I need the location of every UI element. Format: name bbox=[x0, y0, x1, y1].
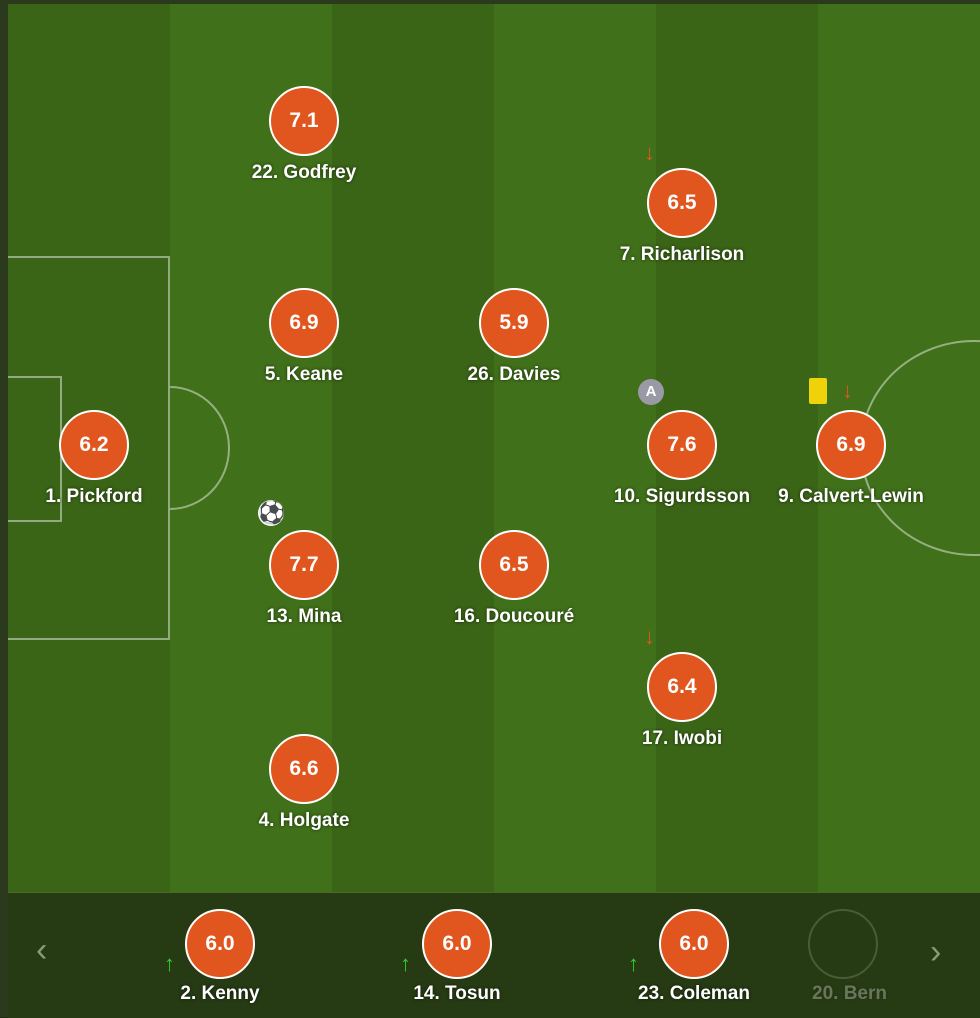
bench-next-arrow[interactable]: › bbox=[930, 933, 942, 971]
rating-badge: 6.9 bbox=[269, 288, 339, 358]
player-name: 17. Iwobi bbox=[641, 728, 723, 749]
player-davies[interactable]: 5.9 26. Davies bbox=[424, 288, 604, 398]
player-doucoure[interactable]: 6.5 16. Doucouré bbox=[424, 530, 604, 640]
yellow-card-icon bbox=[809, 378, 827, 404]
player-sigurdsson[interactable]: 7.6 10. Sigurdsson bbox=[592, 410, 772, 520]
rating-badge: 6.4 bbox=[647, 652, 717, 722]
player-name: 2. Kenny bbox=[180, 983, 260, 1004]
player-name: 10. Sigurdsson bbox=[613, 486, 751, 507]
player-iwobi[interactable]: 6.4 17. Iwobi bbox=[592, 652, 772, 762]
player-name: 14. Tosun bbox=[413, 983, 501, 1004]
rating-badge: 6.6 bbox=[269, 734, 339, 804]
captain-badge: A bbox=[638, 379, 664, 405]
arrow-up-icon: ↑ bbox=[164, 951, 175, 976]
bench-prev-arrow[interactable]: ‹ bbox=[36, 931, 48, 969]
bench-player-tosun[interactable]: 6.0 14. Tosun bbox=[367, 893, 547, 1013]
rating-badge: 6.5 bbox=[479, 530, 549, 600]
player-name: 23. Coleman bbox=[638, 983, 750, 1004]
player-richarlison[interactable]: 6.5 7. Richarlison bbox=[592, 168, 772, 278]
rating-badge: 6.2 bbox=[59, 410, 129, 480]
rating-badge: 7.1 bbox=[269, 86, 339, 156]
rating-badge: 6.9 bbox=[816, 410, 886, 480]
player-name: 5. Keane bbox=[264, 364, 344, 385]
arrow-down-icon: ↓ bbox=[644, 624, 655, 649]
rating-badge: 6.0 bbox=[659, 909, 729, 979]
player-name: 4. Holgate bbox=[258, 810, 350, 831]
soccer-ball-icon: ⚽ bbox=[258, 500, 286, 526]
player-keane[interactable]: 6.9 5. Keane bbox=[214, 288, 394, 398]
arrow-up-icon: ↑ bbox=[400, 951, 411, 976]
bench-player-bern[interactable]: 20. Bern bbox=[808, 893, 980, 1013]
player-name: 13. Mina bbox=[266, 606, 342, 627]
player-pickford[interactable]: 6.2 1. Pickford bbox=[8, 410, 184, 520]
player-mina[interactable]: 7.7 13. Mina bbox=[214, 530, 394, 640]
bench-player-kenny[interactable]: 6.0 2. Kenny bbox=[130, 893, 310, 1013]
player-name: 1. Pickford bbox=[45, 486, 143, 507]
rating-badge: 6.5 bbox=[647, 168, 717, 238]
substitutes-bench: ‹ › ↑ 6.0 2. Kenny ↑ 6.0 14. Tosun ↑ 6.0… bbox=[8, 892, 980, 1018]
player-name: 20. Bern bbox=[812, 983, 887, 1004]
arrow-down-icon: ↓ bbox=[842, 378, 853, 403]
arrow-up-icon: ↑ bbox=[628, 951, 639, 976]
player-name: 22. Godfrey bbox=[251, 162, 357, 183]
rating-badge: 6.0 bbox=[422, 909, 492, 979]
penalty-box-left bbox=[8, 256, 170, 640]
player-godfrey[interactable]: 7.1 22. Godfrey bbox=[214, 86, 394, 196]
player-calvert-lewin[interactable]: 6.9 9. Calvert-Lewin bbox=[761, 410, 941, 520]
player-name: 26. Davies bbox=[467, 364, 561, 385]
player-name: 16. Doucouré bbox=[453, 606, 575, 627]
rating-badge: 7.7 bbox=[269, 530, 339, 600]
bench-player-coleman[interactable]: 6.0 23. Coleman bbox=[604, 893, 784, 1013]
rating-badge: 6.0 bbox=[185, 909, 255, 979]
rating-badge bbox=[808, 909, 878, 979]
arrow-down-icon: ↓ bbox=[644, 140, 655, 165]
player-name: 9. Calvert-Lewin bbox=[778, 486, 924, 507]
pitch: 7.1 22. Godfrey ↓ 6.5 7. Richarlison 6.9… bbox=[8, 4, 980, 892]
player-name: 7. Richarlison bbox=[619, 244, 745, 265]
rating-badge: 5.9 bbox=[479, 288, 549, 358]
player-holgate[interactable]: 6.6 4. Holgate bbox=[214, 734, 394, 844]
rating-badge: 7.6 bbox=[647, 410, 717, 480]
